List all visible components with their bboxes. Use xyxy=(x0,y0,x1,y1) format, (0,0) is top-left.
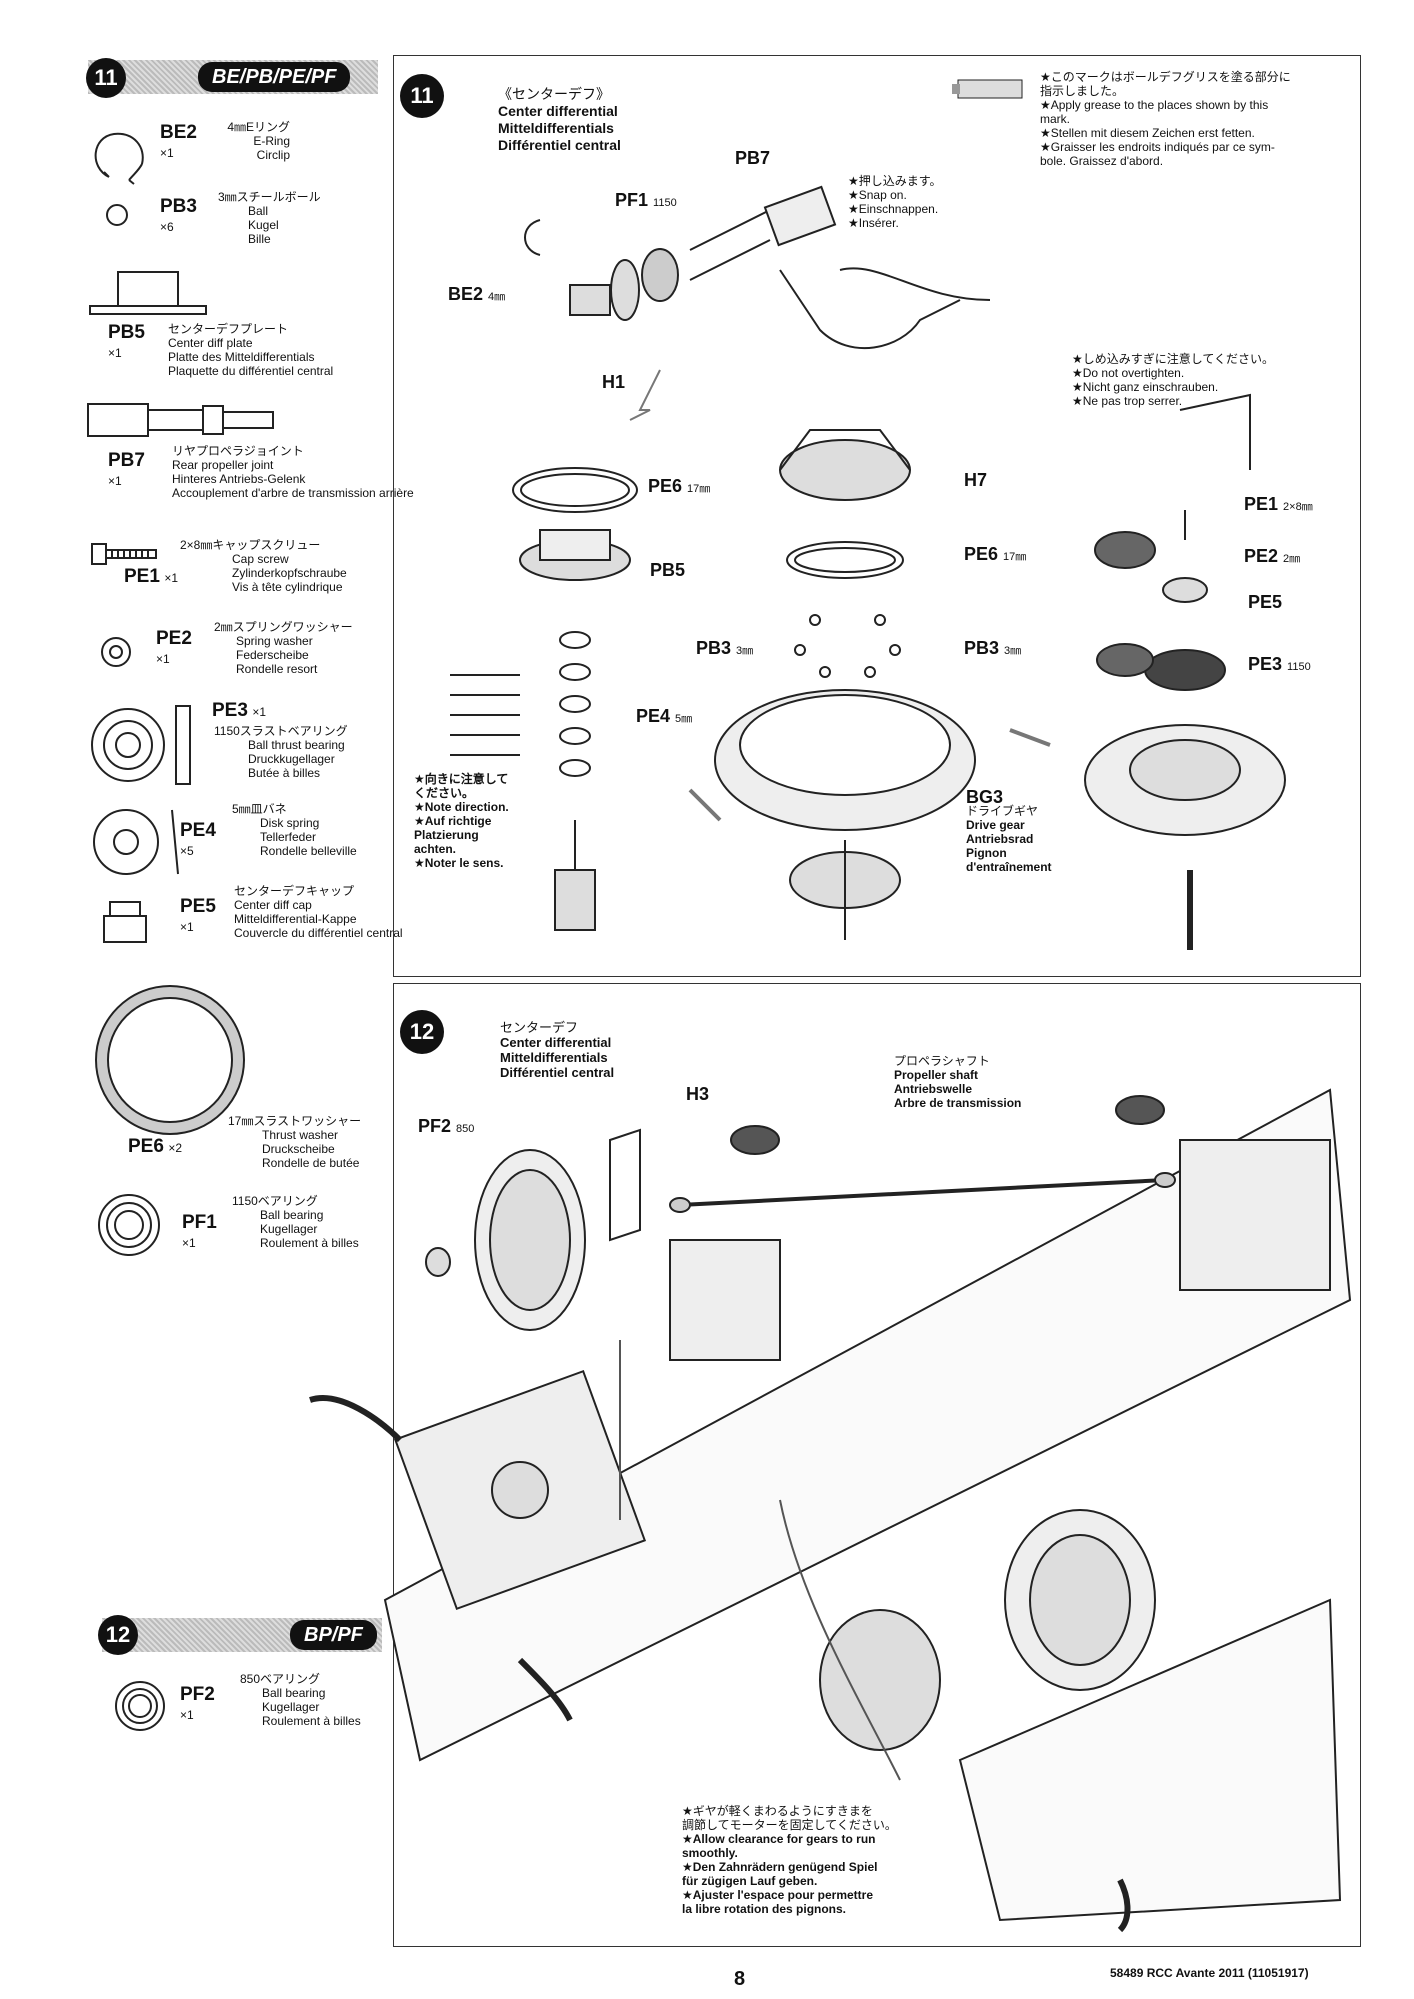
label-pe2: PE2 2㎜ xyxy=(1244,546,1301,566)
snap-note: ★押し込みます。★Snap on.★Einschnappen.★Insérer. xyxy=(848,174,942,230)
label-pe3: PE3 1150 xyxy=(1248,654,1311,674)
step11-badge: 11 xyxy=(86,58,126,98)
part-pb5: PB5×1 xyxy=(108,322,145,360)
step12-parts-badge: 12 xyxy=(98,1615,138,1655)
e-ring-icon xyxy=(94,132,144,185)
label-pf2: PF2 850 xyxy=(418,1116,475,1136)
label-pb3-left: PB3 3㎜ xyxy=(696,638,754,658)
grease-note: ★このマークはボールデフグリスを塗る部分に指示しました。★Apply greas… xyxy=(1040,70,1291,168)
step12-panel-badge: 12 xyxy=(400,1010,444,1054)
step12-panel xyxy=(393,983,1361,1947)
step11-panel-badge: 11 xyxy=(400,74,444,118)
label-be2: BE2 4㎜ xyxy=(448,284,506,304)
label-pe6-mid: PE6 17㎜ xyxy=(964,544,1027,564)
cap-screw-icon xyxy=(91,543,157,565)
label-h1: H1 xyxy=(602,372,626,392)
part-be2: BE2×1 xyxy=(160,122,197,160)
part-pe4: PE4×5 xyxy=(180,820,216,858)
ball-bearing-850-icon xyxy=(115,1681,165,1731)
label-h3: H3 xyxy=(686,1084,710,1104)
label-pb3-right: PB3 3㎜ xyxy=(964,638,1022,658)
direction-note: ★向きに注意してください。★Note direction.★Auf richti… xyxy=(414,772,509,870)
label-pb7: PB7 xyxy=(735,148,771,168)
step12-category: BP/PF xyxy=(290,1620,377,1650)
propeller-joint-icon xyxy=(87,403,274,437)
label-pe4: PE4 5㎜ xyxy=(636,706,693,726)
spring-washer-icon xyxy=(101,637,131,667)
diff-cap-icon xyxy=(103,901,147,943)
step11-title: 《センターデフ》 Center differential Mitteldiffe… xyxy=(498,86,621,153)
step12-title: センターデフ Center differential Mitteldiffere… xyxy=(500,1020,615,1080)
page-number: 8 xyxy=(734,1968,746,1990)
step11-category: BE/PB/PE/PF xyxy=(198,62,351,92)
part-pe6: PE6 ×2 xyxy=(128,1136,183,1157)
ball-bearing-icon xyxy=(98,1194,160,1256)
label-pe5: PE5 xyxy=(1248,592,1283,612)
part-pf2: PF2×1 xyxy=(180,1684,215,1722)
diff-plate-icon xyxy=(89,271,207,315)
part-pb3: PB3×6 xyxy=(160,196,197,234)
thrust-bearing-icon xyxy=(91,705,191,785)
step11-panel xyxy=(393,55,1361,977)
tighten-note: ★しめ込みすぎに注意してください。★Do not overtighten.★Ni… xyxy=(1072,352,1275,408)
part-pe3: PE3 ×1 xyxy=(212,700,267,721)
label-h7: H7 xyxy=(964,470,988,490)
label-pf1: PF1 1150 xyxy=(615,190,677,210)
part-pf1: PF1×1 xyxy=(182,1212,217,1250)
part-pb7: PB7×1 xyxy=(108,450,145,488)
part-pe1: PE1 ×1 xyxy=(124,566,179,587)
disk-spring-icon xyxy=(93,809,179,875)
model-footer: 58489 RCC Avante 2011 (11051917) xyxy=(1110,1966,1309,1980)
ball-icon xyxy=(106,204,128,226)
part-pe2: PE2×1 xyxy=(156,628,192,666)
label-pe1: PE1 2×8㎜ xyxy=(1244,494,1313,514)
thrust-washer-icon xyxy=(95,985,245,1135)
clearance-note: ★ギヤが軽くまわるようにすきまを調節してモーターを固定してください。★Allow… xyxy=(682,1804,897,1916)
label-pb5: PB5 xyxy=(650,560,686,580)
grease-tube-icon xyxy=(952,79,1023,99)
part-pe5: PE5×1 xyxy=(180,896,216,934)
label-pe6-left: PE6 17㎜ xyxy=(648,476,711,496)
